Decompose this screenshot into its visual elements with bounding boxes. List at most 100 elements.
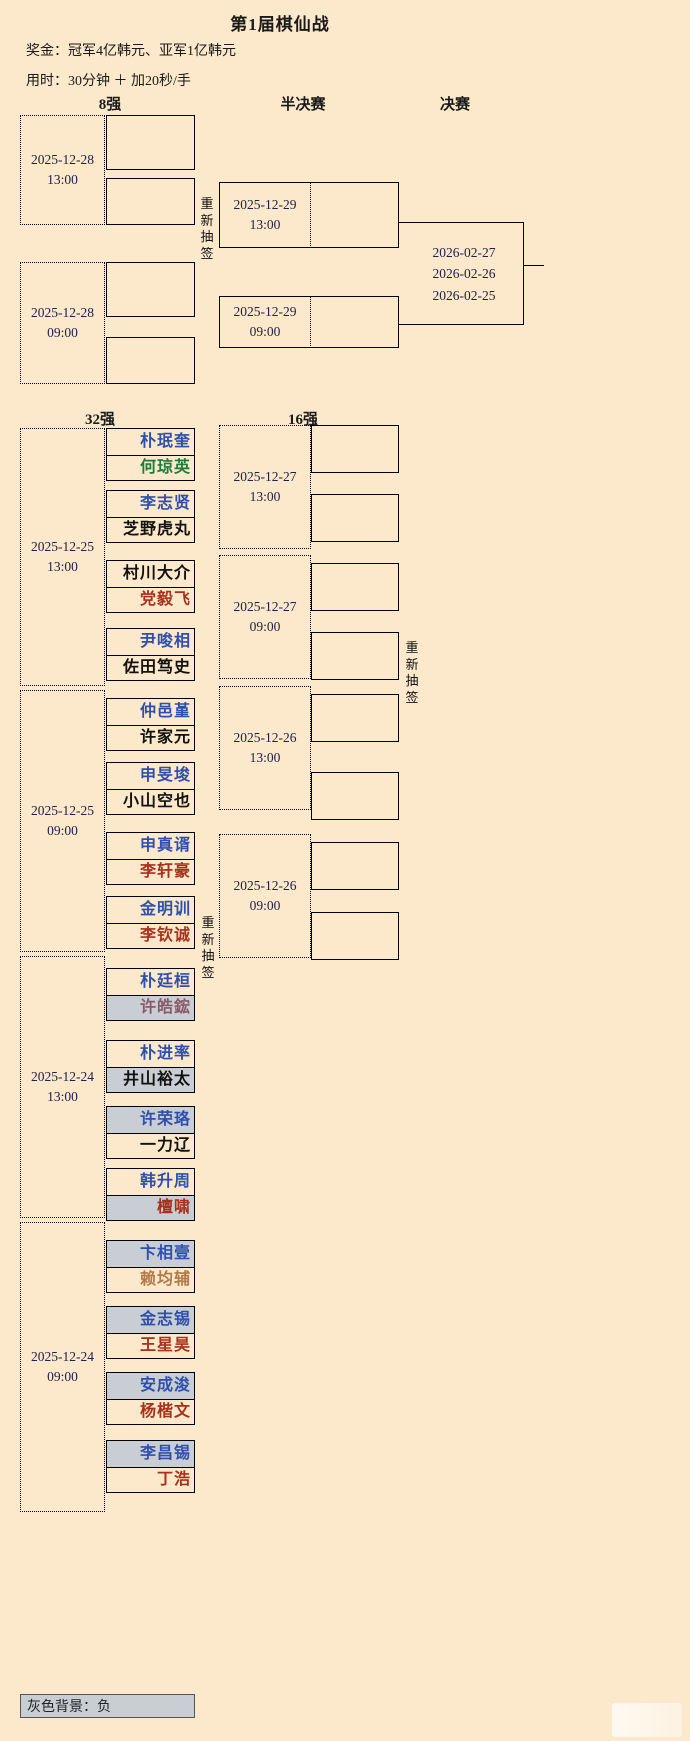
r16-date-block-1 [219, 425, 311, 549]
player-top[interactable]: 尹唆相 [139, 632, 191, 650]
r32-match[interactable]: 尹唆相佐田笃史 [106, 628, 195, 681]
r32-date-1: 2025-12-25 13:00 [20, 428, 105, 686]
player-bottom[interactable]: 檀啸 [107, 1194, 194, 1220]
player-bottom[interactable]: 李轩豪 [107, 858, 194, 885]
player-top[interactable]: 仲邑堇 [139, 702, 191, 720]
r16-slot-1b[interactable] [311, 494, 399, 542]
sf-date-divider-1 [219, 182, 311, 248]
redraw-char-2: 新 [200, 212, 214, 228]
qf-date-1-time: 13:00 [47, 172, 78, 187]
sf-date-divider-2 [219, 296, 311, 348]
qf-slot-2b[interactable] [106, 337, 195, 384]
r32-date-2: 2025-12-25 09:00 [20, 690, 105, 952]
sf-date-2-time: 09:00 [249, 324, 281, 339]
round-heading-round16: 16强 [287, 412, 318, 428]
r16-date-2-time: 09:00 [249, 619, 281, 634]
sf-block-1[interactable] [219, 182, 399, 248]
r16-slot-1a[interactable] [311, 425, 399, 473]
final-date-1: 2026-02-27 [432, 244, 496, 260]
r16-date-2-date: 2025-12-27 [233, 599, 297, 615]
player-top[interactable]: 朴珉奎 [139, 432, 191, 450]
r16-slot-3b[interactable] [311, 772, 399, 820]
player-bottom[interactable]: 王星昊 [107, 1332, 194, 1359]
r32-match[interactable]: 李昌锡丁浩 [106, 1440, 195, 1493]
round-heading-semifinal: 半决赛 [280, 97, 326, 113]
round-heading-final: 决赛 [439, 97, 470, 113]
r32-match[interactable]: 韩升周檀啸 [106, 1168, 195, 1221]
r32-match[interactable]: 许荣珞一力辽 [106, 1106, 195, 1159]
player-bottom[interactable]: 丁浩 [107, 1466, 194, 1493]
player-top[interactable]: 朴进率 [139, 1044, 191, 1062]
watermark [612, 1703, 682, 1737]
r16-slot-3a[interactable] [311, 694, 399, 742]
player-bottom[interactable]: 井山裕太 [107, 1066, 194, 1092]
r32-date-block-4 [20, 1222, 105, 1512]
sf-date-2-date: 2025-12-29 [233, 304, 297, 320]
r16-slot-4a[interactable] [311, 842, 399, 890]
qf-date-2-date: 2025-12-28 [31, 305, 94, 321]
player-top[interactable]: 卞相壹 [107, 1241, 194, 1267]
sf-block-2[interactable] [219, 296, 399, 348]
player-bottom[interactable]: 许家元 [107, 724, 194, 751]
player-bottom[interactable]: 小山空也 [107, 788, 194, 815]
r32-match[interactable]: 卞相壹赖均辅 [106, 1240, 195, 1293]
redraw-label-r16: 重 新 抽 签 [404, 640, 420, 707]
qf-slot-1a[interactable] [106, 115, 195, 170]
r32-match[interactable]: 朴廷桓许皓鋐 [106, 968, 195, 1021]
r16-date-4: 2025-12-26 09:00 [219, 834, 311, 958]
r32-match[interactable]: 朴进率井山裕太 [106, 1040, 195, 1093]
player-top[interactable]: 申真谞 [139, 836, 191, 854]
player-top[interactable]: 安成浚 [107, 1373, 194, 1399]
r32-match[interactable]: 仲邑堇许家元 [106, 698, 195, 751]
r32-match[interactable]: 安成浚杨楷文 [106, 1372, 195, 1425]
sf-date-2: 2025-12-29 09:00 [219, 296, 311, 348]
player-top[interactable]: 申旻埈 [139, 766, 191, 784]
player-bottom[interactable]: 杨楷文 [107, 1398, 194, 1425]
r32-date-3-date: 2025-12-24 [31, 1069, 94, 1085]
r32-date-block-3 [20, 956, 105, 1218]
redraw-char-3: 抽 [200, 229, 214, 245]
player-top[interactable]: 韩升周 [139, 1172, 191, 1190]
player-top[interactable]: 金明训 [139, 900, 191, 918]
player-bottom[interactable]: 赖均辅 [107, 1266, 194, 1293]
r32-date-block-2 [20, 690, 105, 952]
player-bottom[interactable]: 李钦诚 [107, 922, 194, 949]
player-top[interactable]: 朴廷桓 [139, 972, 191, 990]
r32-match[interactable]: 李志贤芝野虎丸 [106, 490, 195, 543]
player-top[interactable]: 许荣珞 [107, 1107, 194, 1133]
redraw-r16-char-1: 重 [405, 640, 419, 655]
player-bottom[interactable]: 一力辽 [107, 1132, 194, 1159]
sf-date-1-date: 2025-12-29 [233, 197, 297, 213]
player-bottom[interactable]: 党毅飞 [107, 586, 194, 613]
r16-slot-4b[interactable] [311, 912, 399, 960]
qf-date-2: 2025-12-28 09:00 [20, 262, 105, 384]
r16-date-2: 2025-12-27 09:00 [219, 555, 311, 679]
final-date-2: 2026-02-26 [432, 266, 496, 282]
qf-date-block-1 [20, 115, 105, 225]
r16-date-1: 2025-12-27 13:00 [219, 425, 311, 549]
player-top[interactable]: 金志锡 [107, 1307, 194, 1333]
final-output-line [524, 265, 544, 266]
qf-slot-2a[interactable] [106, 262, 195, 317]
player-top[interactable]: 李昌锡 [107, 1441, 194, 1467]
r16-slot-2a[interactable] [311, 563, 399, 611]
qf-date-2-time: 09:00 [47, 325, 78, 340]
r32-match[interactable]: 朴珉奎何琼英 [106, 428, 195, 481]
r32-match[interactable]: 申旻埈小山空也 [106, 762, 195, 815]
player-bottom[interactable]: 佐田笃史 [107, 654, 194, 681]
legend-gray-background: 灰色背景：负 [20, 1694, 195, 1718]
r32-match[interactable]: 金明训李钦诚 [106, 896, 195, 949]
r32-match[interactable]: 申真谞李轩豪 [106, 832, 195, 885]
qf-slot-1b[interactable] [106, 178, 195, 225]
r16-date-1-time: 13:00 [249, 489, 281, 504]
player-bottom[interactable]: 许皓鋐 [107, 994, 194, 1020]
player-top[interactable]: 李志贤 [139, 494, 191, 512]
player-bottom[interactable]: 何琼英 [107, 454, 194, 481]
player-bottom[interactable]: 芝野虎丸 [107, 516, 194, 543]
prize-info: 奖金：冠军4亿韩元、亚军1亿韩元 [26, 44, 236, 59]
redraw-char-4: 签 [200, 245, 214, 261]
r32-match[interactable]: 金志锡王星昊 [106, 1306, 195, 1359]
r16-slot-2b[interactable] [311, 632, 399, 680]
r32-match[interactable]: 村川大介党毅飞 [106, 560, 195, 613]
player-top[interactable]: 村川大介 [122, 564, 191, 582]
